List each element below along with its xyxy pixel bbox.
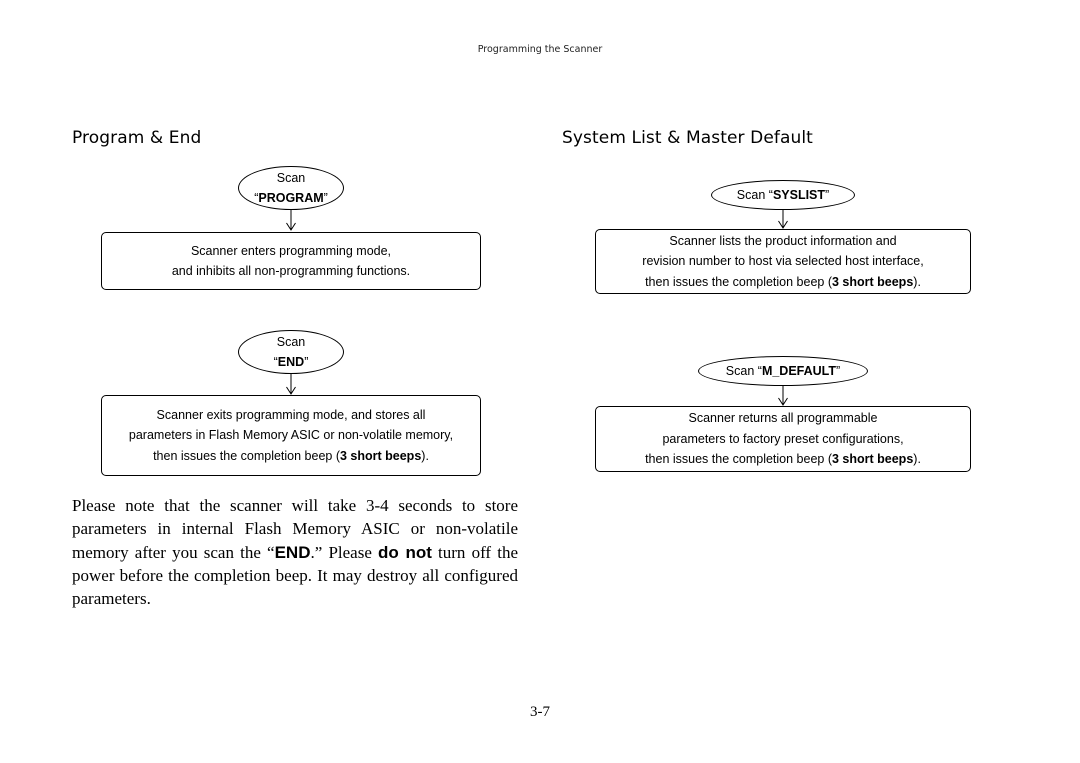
- result-line: Scanner enters programming mode,: [190, 243, 392, 258]
- result-line: Scanner returns all programmable: [688, 411, 878, 426]
- result-line: parameters in Flash Memory ASIC or non-v…: [128, 428, 454, 443]
- scan-mdefault-oval: Scan “M_DEFAULT”: [698, 356, 868, 386]
- result-line: revision number to host via selected hos…: [642, 254, 924, 269]
- oval-code-line: “PROGRAM”: [254, 191, 328, 205]
- result-line: parameters to factory preset configurati…: [662, 431, 904, 446]
- arrow-down-icon: [778, 386, 788, 406]
- result-line: then issues the completion beep (3 short…: [645, 274, 921, 289]
- beep-count: 3 short beeps: [340, 448, 422, 463]
- beep-count: 3 short beeps: [832, 274, 914, 289]
- section-title-system-list: System List & Master Default: [562, 128, 813, 148]
- arrow-down-icon: [286, 210, 296, 231]
- mdefault-code: M_DEFAULT: [761, 364, 837, 378]
- oval-code-line: “END”: [273, 355, 309, 369]
- running-header: Programming the Scanner: [477, 44, 603, 55]
- oval-scan-label: Scan: [276, 335, 306, 349]
- scan-end-oval: Scan “END”: [238, 330, 344, 374]
- program-code: PROGRAM: [258, 191, 324, 205]
- result-line: Scanner lists the product information an…: [669, 233, 897, 248]
- oval-scan-label: Scan: [276, 171, 306, 185]
- arrow-down-icon: [286, 374, 296, 395]
- note-paragraph: Please note that the scanner will take 3…: [72, 496, 519, 609]
- scan-program-oval: Scan “PROGRAM”: [238, 166, 344, 210]
- page-number: 3-7: [530, 704, 550, 720]
- oval-code-line: Scan “M_DEFAULT”: [725, 364, 841, 378]
- note-end-word: END: [274, 542, 311, 562]
- result-line: then issues the completion beep (3 short…: [645, 452, 921, 467]
- end-code: END: [277, 355, 305, 369]
- end-result-box: Scanner exits programming mode, and stor…: [101, 395, 481, 476]
- note-do-not: do not: [378, 542, 432, 562]
- beep-count: 3 short beeps: [832, 452, 914, 467]
- scan-syslist-oval: Scan “SYSLIST”: [711, 180, 855, 210]
- syslist-code: SYSLIST: [772, 188, 826, 202]
- result-line: then issues the completion beep (3 short…: [153, 448, 429, 463]
- result-line: Scanner exits programming mode, and stor…: [156, 407, 426, 422]
- section-title-program-end: Program & End: [72, 128, 202, 148]
- syslist-result-box: Scanner lists the product information an…: [595, 229, 971, 294]
- result-line: and inhibits all non-programming functio…: [171, 264, 411, 278]
- mdefault-result-box: Scanner returns all programmable paramet…: [595, 406, 971, 472]
- arrow-down-icon: [778, 210, 788, 229]
- program-result-box: Scanner enters programming mode, and inh…: [101, 232, 481, 290]
- oval-code-line: Scan “SYSLIST”: [736, 188, 830, 202]
